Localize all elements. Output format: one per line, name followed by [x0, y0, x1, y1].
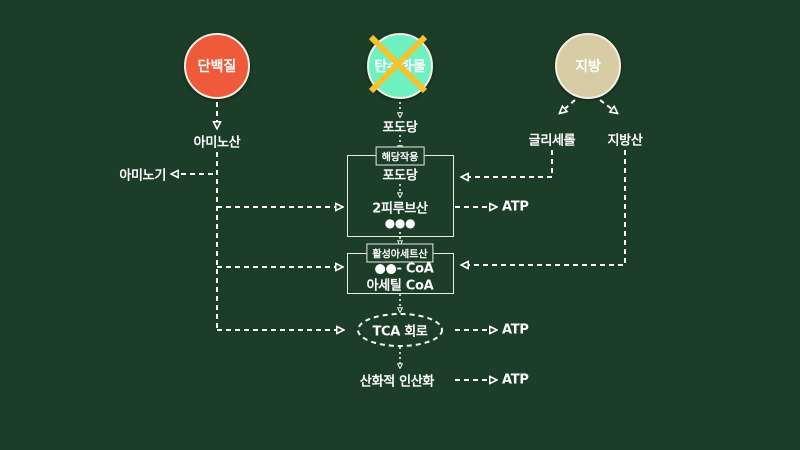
glycerol-label: 글리세롤 [528, 133, 576, 149]
arrow-fattyacid-acetylcoa [462, 150, 626, 265]
acyl-coa-label: ●●- CoA [374, 261, 434, 277]
fatty-acid-label: 지방산 [607, 133, 643, 149]
activation-tag: 활성아세트산 [366, 243, 434, 263]
cross-out-icon [368, 34, 428, 94]
atp-oxphos-label: ATP [502, 372, 529, 388]
fat-circle: 지방 [555, 33, 621, 99]
atp-glycolysis-label: ATP [502, 199, 529, 215]
acetyl-coa-label: 아세틸 CoA [366, 278, 434, 294]
pyruvate-label: 2피루브산 [372, 201, 428, 217]
arrow-fat-glycerol [560, 99, 576, 113]
atp-tca-label: ATP [502, 322, 529, 338]
glucose-inner-label: 포도당 [382, 168, 418, 184]
glycolysis-tag: 해당작용 [375, 146, 425, 166]
protein-label: 단백질 [197, 59, 237, 75]
carbohydrate-circle: 탄수화물 [367, 33, 433, 99]
tca-cycle-ellipse [357, 313, 443, 347]
glucose-top-label: 포도당 [382, 120, 418, 136]
fat-label: 지방 [575, 59, 601, 75]
pyruvate-dots: ●●● [384, 216, 416, 230]
oxphos-label: 산화적 인산화 [359, 374, 435, 390]
tca-label: TCA 회로 [372, 324, 428, 340]
amino-group-label: 아미노기 [119, 168, 166, 184]
arrow-glycerol-glycolysis [462, 150, 553, 177]
arrow-fat-fattyacid [599, 99, 617, 113]
protein-circle: 단백질 [184, 33, 250, 99]
amino-acid-label: 아미노산 [193, 135, 241, 151]
